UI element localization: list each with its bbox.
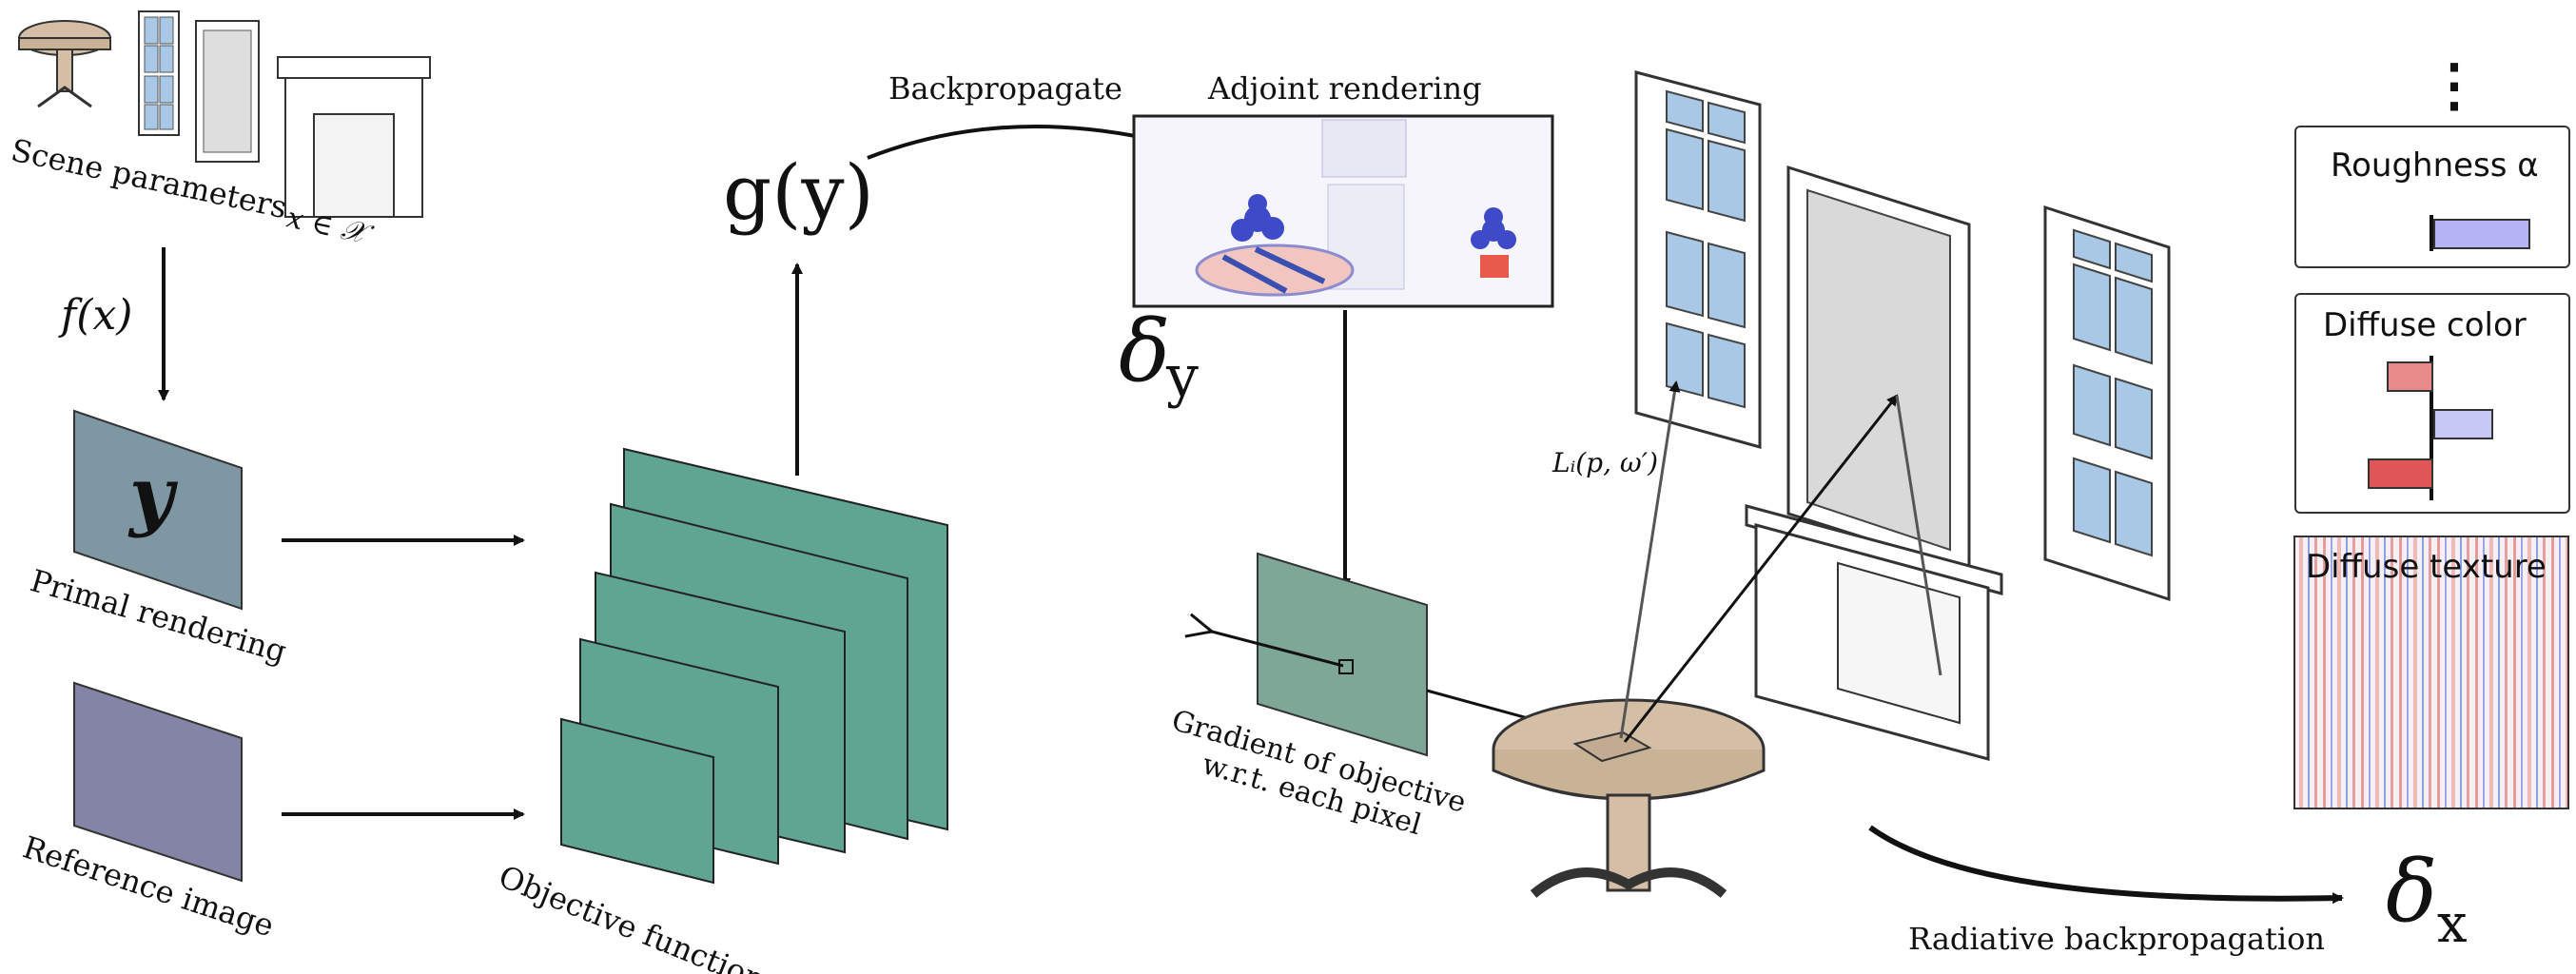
- diffuse-texture-title: Diffuse texture: [2306, 548, 2547, 586]
- roughness-title: Roughness α: [2331, 146, 2539, 185]
- scene-table: [1492, 698, 1766, 898]
- light-paths: [1619, 380, 1942, 743]
- diffuse-texture-image: [2294, 536, 2568, 808]
- delta-y-symbol: δ: [1119, 302, 1170, 401]
- gradient-image: [1257, 552, 1428, 757]
- forward-label: f(x): [58, 291, 132, 340]
- diffuse-color-axis: [2430, 356, 2433, 500]
- scene-mirror: [1786, 165, 1971, 574]
- radiative-backprop-arrow: [1868, 825, 2344, 905]
- scene-left-window: [1634, 70, 1762, 449]
- scene-fireplace-icon: [277, 56, 431, 218]
- scene-right-window: [2043, 205, 2171, 602]
- pixel-ray-arrow: [1212, 632, 1344, 668]
- adjoint-rendering-image: [1132, 114, 1554, 308]
- roughness-axis: [2430, 215, 2433, 251]
- more-parameters-ellipsis: ⋮: [2426, 52, 2483, 119]
- scene-mirror-icon: [195, 20, 260, 163]
- adjoint-rendering-label: Adjoint rendering: [1207, 70, 1482, 107]
- roughness-panel: Roughness α: [2294, 126, 2570, 268]
- reference-image: [73, 681, 243, 883]
- diffuse-color-bar-blue: [2368, 458, 2433, 489]
- diffuse-color-title: Diffuse color: [2323, 306, 2527, 344]
- diffuse-color-bar-green: [2433, 409, 2493, 439]
- scene-window-icon: [138, 10, 180, 136]
- roughness-bar: [2433, 219, 2530, 249]
- gradient-pixel: [1338, 659, 1354, 674]
- primal-symbol: y: [127, 450, 179, 539]
- delta-x-symbol: δ: [2386, 842, 2437, 942]
- scene-table-icon: [18, 20, 111, 108]
- delta-y-subscript: y: [1165, 343, 1199, 410]
- diffuse-color-panel: Diffuse color: [2294, 293, 2570, 514]
- backpropagate-label: Backpropagate: [888, 70, 1122, 107]
- radiative-backprop-label: Radiative backpropagation: [1908, 921, 2325, 957]
- radiance-label: Lᵢ(p, ω′): [1551, 447, 1658, 478]
- g-of-y-label: g(y): [723, 148, 874, 237]
- delta-x-subscript: x: [2437, 893, 2468, 955]
- primal-rendering-image: [73, 409, 243, 611]
- diffuse-color-bar-red: [2386, 361, 2433, 392]
- objective-function-stack: [560, 447, 948, 885]
